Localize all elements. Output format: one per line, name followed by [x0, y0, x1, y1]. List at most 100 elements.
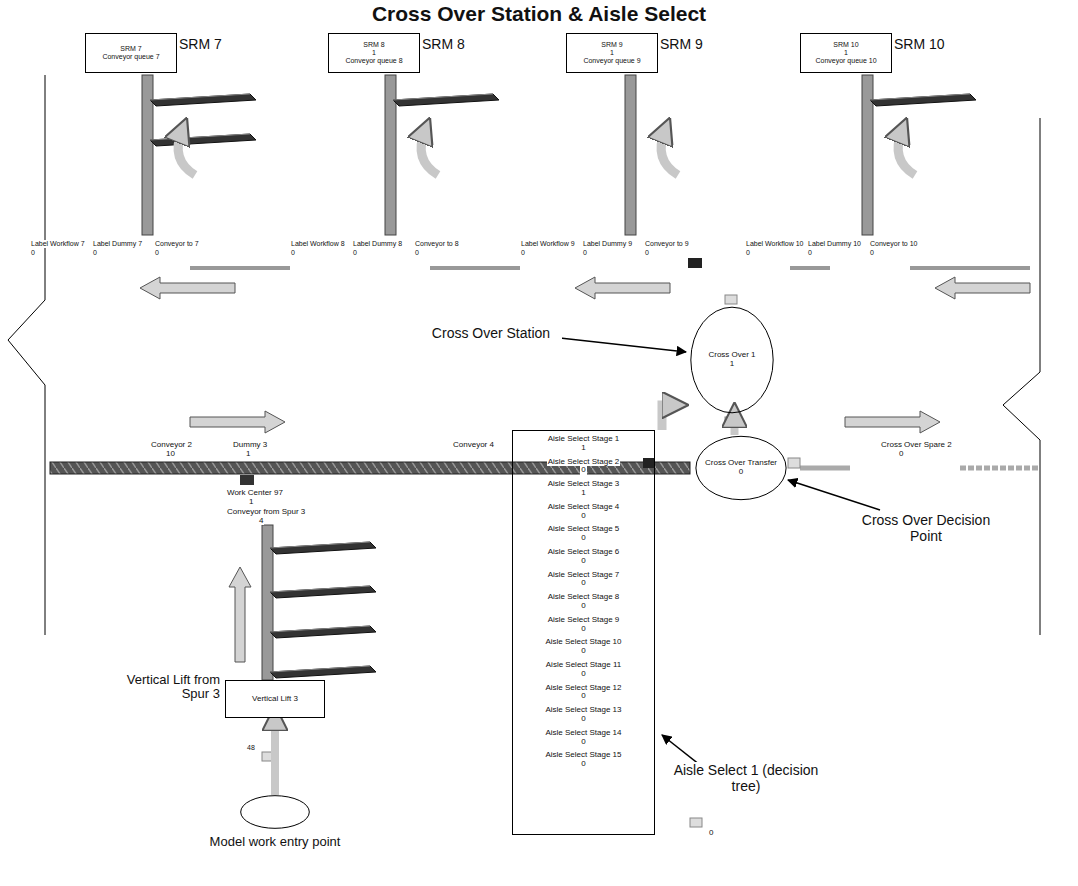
node-heading: Vertical Lift from Spur 3 [120, 673, 220, 702]
node-text: Aisle Select Stage 3 [547, 480, 621, 489]
node-text: 0 [580, 466, 586, 475]
element-label: Conveyor to 7 [154, 240, 200, 248]
entry-point: Model work entry point [240, 795, 310, 829]
node-heading: SRM 9 [660, 37, 703, 52]
element-label: 0 [92, 249, 98, 257]
node-text: Vertical Lift 3 [252, 695, 298, 704]
node-text: 0 [580, 602, 586, 611]
node-text: Aisle Select Stage 11 [545, 661, 622, 670]
node-text: Aisle Select Stage 6 [547, 548, 621, 557]
element-label: 1 [245, 449, 251, 458]
element-label: 0 [290, 249, 296, 257]
node-text: Aisle Select Stage 14 [544, 729, 622, 738]
node-heading: Model work entry point [210, 835, 341, 849]
node-text: 0 [580, 738, 586, 747]
node-text: 0 [580, 692, 586, 701]
node-text: 0 [580, 512, 586, 521]
element-label: 4 [258, 516, 264, 525]
element-label: Label Workflow 9 [520, 240, 576, 248]
node-text: 1 [844, 49, 848, 57]
node-text: Cross Over 1 [708, 351, 755, 360]
callout-label: Cross Over Decision Point [850, 512, 1002, 544]
node-text: Aisle Select Stage 15 [544, 751, 622, 760]
node-text: 0 [580, 579, 586, 588]
element-label: 0 [582, 249, 588, 257]
node-text: 0 [580, 647, 586, 656]
element-label: 0 [869, 249, 875, 257]
node-text: Aisle Select Stage 10 [544, 638, 622, 647]
cross-over-station: Cross Over 11 [690, 305, 774, 415]
node-text: Conveyor queue 9 [583, 57, 640, 65]
node-text: Aisle Select Stage 5 [547, 525, 621, 534]
flow-arrow [731, 415, 739, 435]
node-text: Aisle Select Stage 7 [547, 571, 621, 580]
node-text: Aisle Select Stage 1 [547, 435, 621, 444]
node-text: 0 [580, 670, 586, 679]
node-text: Conveyor queue 10 [815, 57, 876, 65]
node-text: Conveyor queue 7 [102, 53, 159, 61]
node-text: SRM 10 [833, 41, 858, 49]
element-label: Conveyor to 9 [644, 240, 690, 248]
node-text: 0 [580, 625, 586, 634]
element-label: 0 [708, 828, 714, 837]
node-text: 1 [580, 444, 586, 453]
node-text: Aisle Select Stage 4 [547, 503, 621, 512]
node-text: 0 [739, 468, 743, 477]
element-label: 0 [154, 249, 160, 257]
node-text: SRM 9 [601, 41, 622, 49]
vertical-lift-box: Vertical Lift 3Vertical Lift from Spur 3 [225, 680, 325, 718]
element-label: Conveyor 2 [150, 440, 193, 449]
element-label: Label Workflow 8 [290, 240, 346, 248]
element-label: Cross Over Spare 2 [880, 440, 953, 449]
node-text: 1 [610, 49, 614, 57]
element-label: 10 [165, 449, 176, 458]
element-label: 0 [898, 449, 904, 458]
node-outline [240, 795, 310, 829]
element-label: Label Workflow 7 [30, 240, 86, 248]
element-label: Label Workflow 10 [745, 240, 804, 248]
element-label: Work Center 97 [226, 488, 284, 497]
node-text: 1 [580, 489, 586, 498]
node-text: Aisle Select Stage 13 [544, 706, 622, 715]
srm-box: SRM 7Conveyor queue 7SRM 7 [85, 33, 177, 73]
node-text: Aisle Select Stage 12 [544, 684, 622, 693]
callout-label: Cross Over Station [420, 325, 562, 341]
element-label: 0 [745, 249, 751, 257]
element-label: Label Dummy 8 [352, 240, 403, 248]
element-label: Conveyor 4 [452, 440, 495, 449]
flow-arrow [271, 718, 279, 795]
aisle-select-box: Aisle Select Stage 11Aisle Select Stage … [512, 430, 655, 835]
srm-box: SRM 81Conveyor queue 8SRM 8 [328, 33, 420, 73]
element-label: 0 [520, 249, 526, 257]
element-label: 0 [807, 249, 813, 257]
node-text: Conveyor queue 8 [345, 57, 402, 65]
node-heading: SRM 7 [179, 37, 222, 52]
node-text: 0 [580, 534, 586, 543]
node-text: 1 [730, 360, 734, 369]
element-label: 0 [352, 249, 358, 257]
node-heading: SRM 8 [422, 37, 465, 52]
node-text: SRM 8 [363, 41, 384, 49]
element-label: Label Dummy 10 [807, 240, 862, 248]
node-text: SRM 7 [120, 45, 141, 53]
element-label: Dummy 3 [232, 440, 268, 449]
node-text: 0 [580, 715, 586, 724]
node-text: Aisle Select Stage 9 [547, 616, 621, 625]
decision-point: Cross Over Transfer0 [695, 435, 787, 501]
element-label: 0 [30, 249, 36, 257]
node-text: 0 [580, 557, 586, 566]
node-text: Aisle Select Stage 8 [547, 593, 621, 602]
node-text: 1 [372, 49, 376, 57]
element-label: 0 [414, 249, 420, 257]
element-label: 0 [644, 249, 650, 257]
element-label: 1 [248, 497, 254, 506]
element-label: Conveyor from Spur 3 [226, 507, 306, 516]
element-label: Label Dummy 9 [582, 240, 633, 248]
node-text: Cross Over Transfer [705, 459, 777, 468]
node-text: Aisle Select Stage 2 [547, 458, 621, 467]
element-label: Conveyor to 8 [414, 240, 460, 248]
element-label: Label Dummy 7 [92, 240, 143, 248]
element-label: Conveyor to 10 [869, 240, 918, 248]
srm-box: SRM 91Conveyor queue 9SRM 9 [566, 33, 658, 73]
srm-box: SRM 101Conveyor queue 10SRM 10 [800, 33, 892, 73]
